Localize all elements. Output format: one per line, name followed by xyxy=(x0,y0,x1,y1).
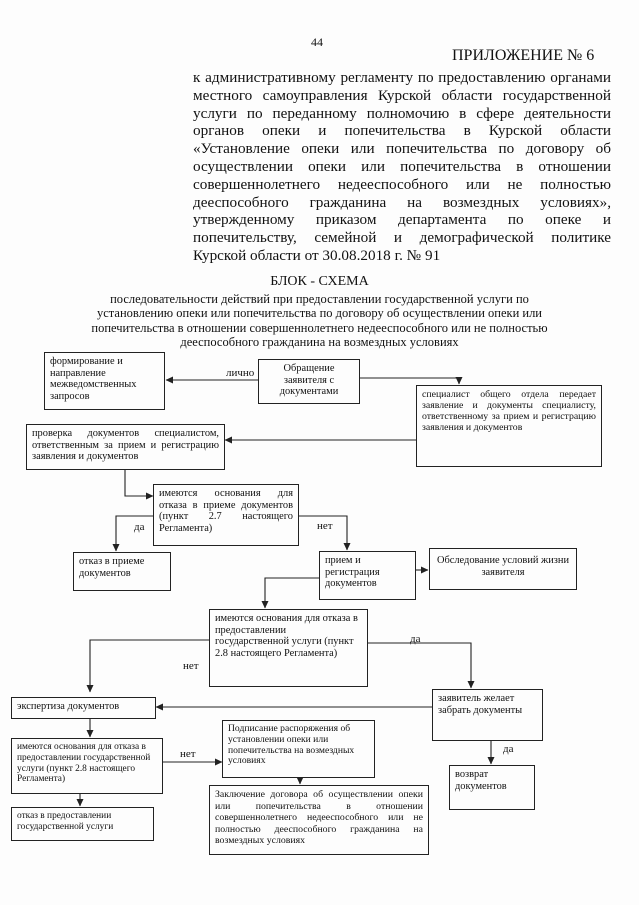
box-refusal-grounds-service: имеются основания для отказа в предостав… xyxy=(209,609,368,687)
appendix-title: ПРИЛОЖЕНИЕ № 6 xyxy=(452,47,595,64)
arrow-check-grounds1 xyxy=(124,470,154,500)
box-accept-register: прием и регистрация документов xyxy=(319,551,416,600)
box-refusal-accept: отказ в приеме документов xyxy=(73,552,171,591)
box-contract: Заключение договора об осуществлении опе… xyxy=(209,785,429,855)
label-no-accept: нет xyxy=(317,520,333,532)
label-yes-service: да xyxy=(410,633,421,645)
box-refusal-grounds-final: имеются основания для отказа в предостав… xyxy=(11,738,163,794)
label-no-service: нет xyxy=(183,660,199,672)
box-expertise: экспертиза документов xyxy=(11,697,156,719)
scheme-subtitle: последовательности действий при предоста… xyxy=(91,292,548,350)
label-yes-return: да xyxy=(503,743,514,755)
box-refusal-service: отказ в предоставлении государственной у… xyxy=(11,807,154,841)
arrow-accept-grounds2 xyxy=(261,577,319,609)
box-interagency-requests: формирование и направление межведомствен… xyxy=(44,352,165,410)
arrow-grounds1-refusal xyxy=(112,515,165,552)
box-return-documents: возврат документов xyxy=(449,765,535,810)
box-specialist-transfer: специалист общего отдела передает заявле… xyxy=(416,385,602,467)
arrow-application-specialist xyxy=(360,377,463,385)
label-no-final: нет xyxy=(180,748,196,760)
box-application: Обращение заявителя с документами xyxy=(258,359,360,404)
label-yes-accept: да xyxy=(134,521,145,533)
arrow-grounds2-collect xyxy=(368,642,475,689)
box-check-documents: проверка документов специалистом, ответс… xyxy=(26,424,225,470)
label-personally: лично xyxy=(226,367,255,379)
arrow-grounds1-accept xyxy=(298,515,351,551)
box-applicant-collect: заявитель желает забрать документы xyxy=(432,689,543,741)
box-sign-order: Подписание распоряжения об установлении … xyxy=(222,720,375,778)
page-number: 44 xyxy=(311,35,323,49)
scheme-title: БЛОК - СХЕМА xyxy=(270,274,369,289)
arrow-grounds2-expertise xyxy=(86,639,209,693)
appendix-text: к административному регламенту по предос… xyxy=(193,69,611,264)
box-refusal-grounds-accept: имеются основания для отказа в приеме до… xyxy=(153,484,299,546)
box-living-conditions-inspection: Обследование условий жизни заявителя xyxy=(429,548,577,590)
